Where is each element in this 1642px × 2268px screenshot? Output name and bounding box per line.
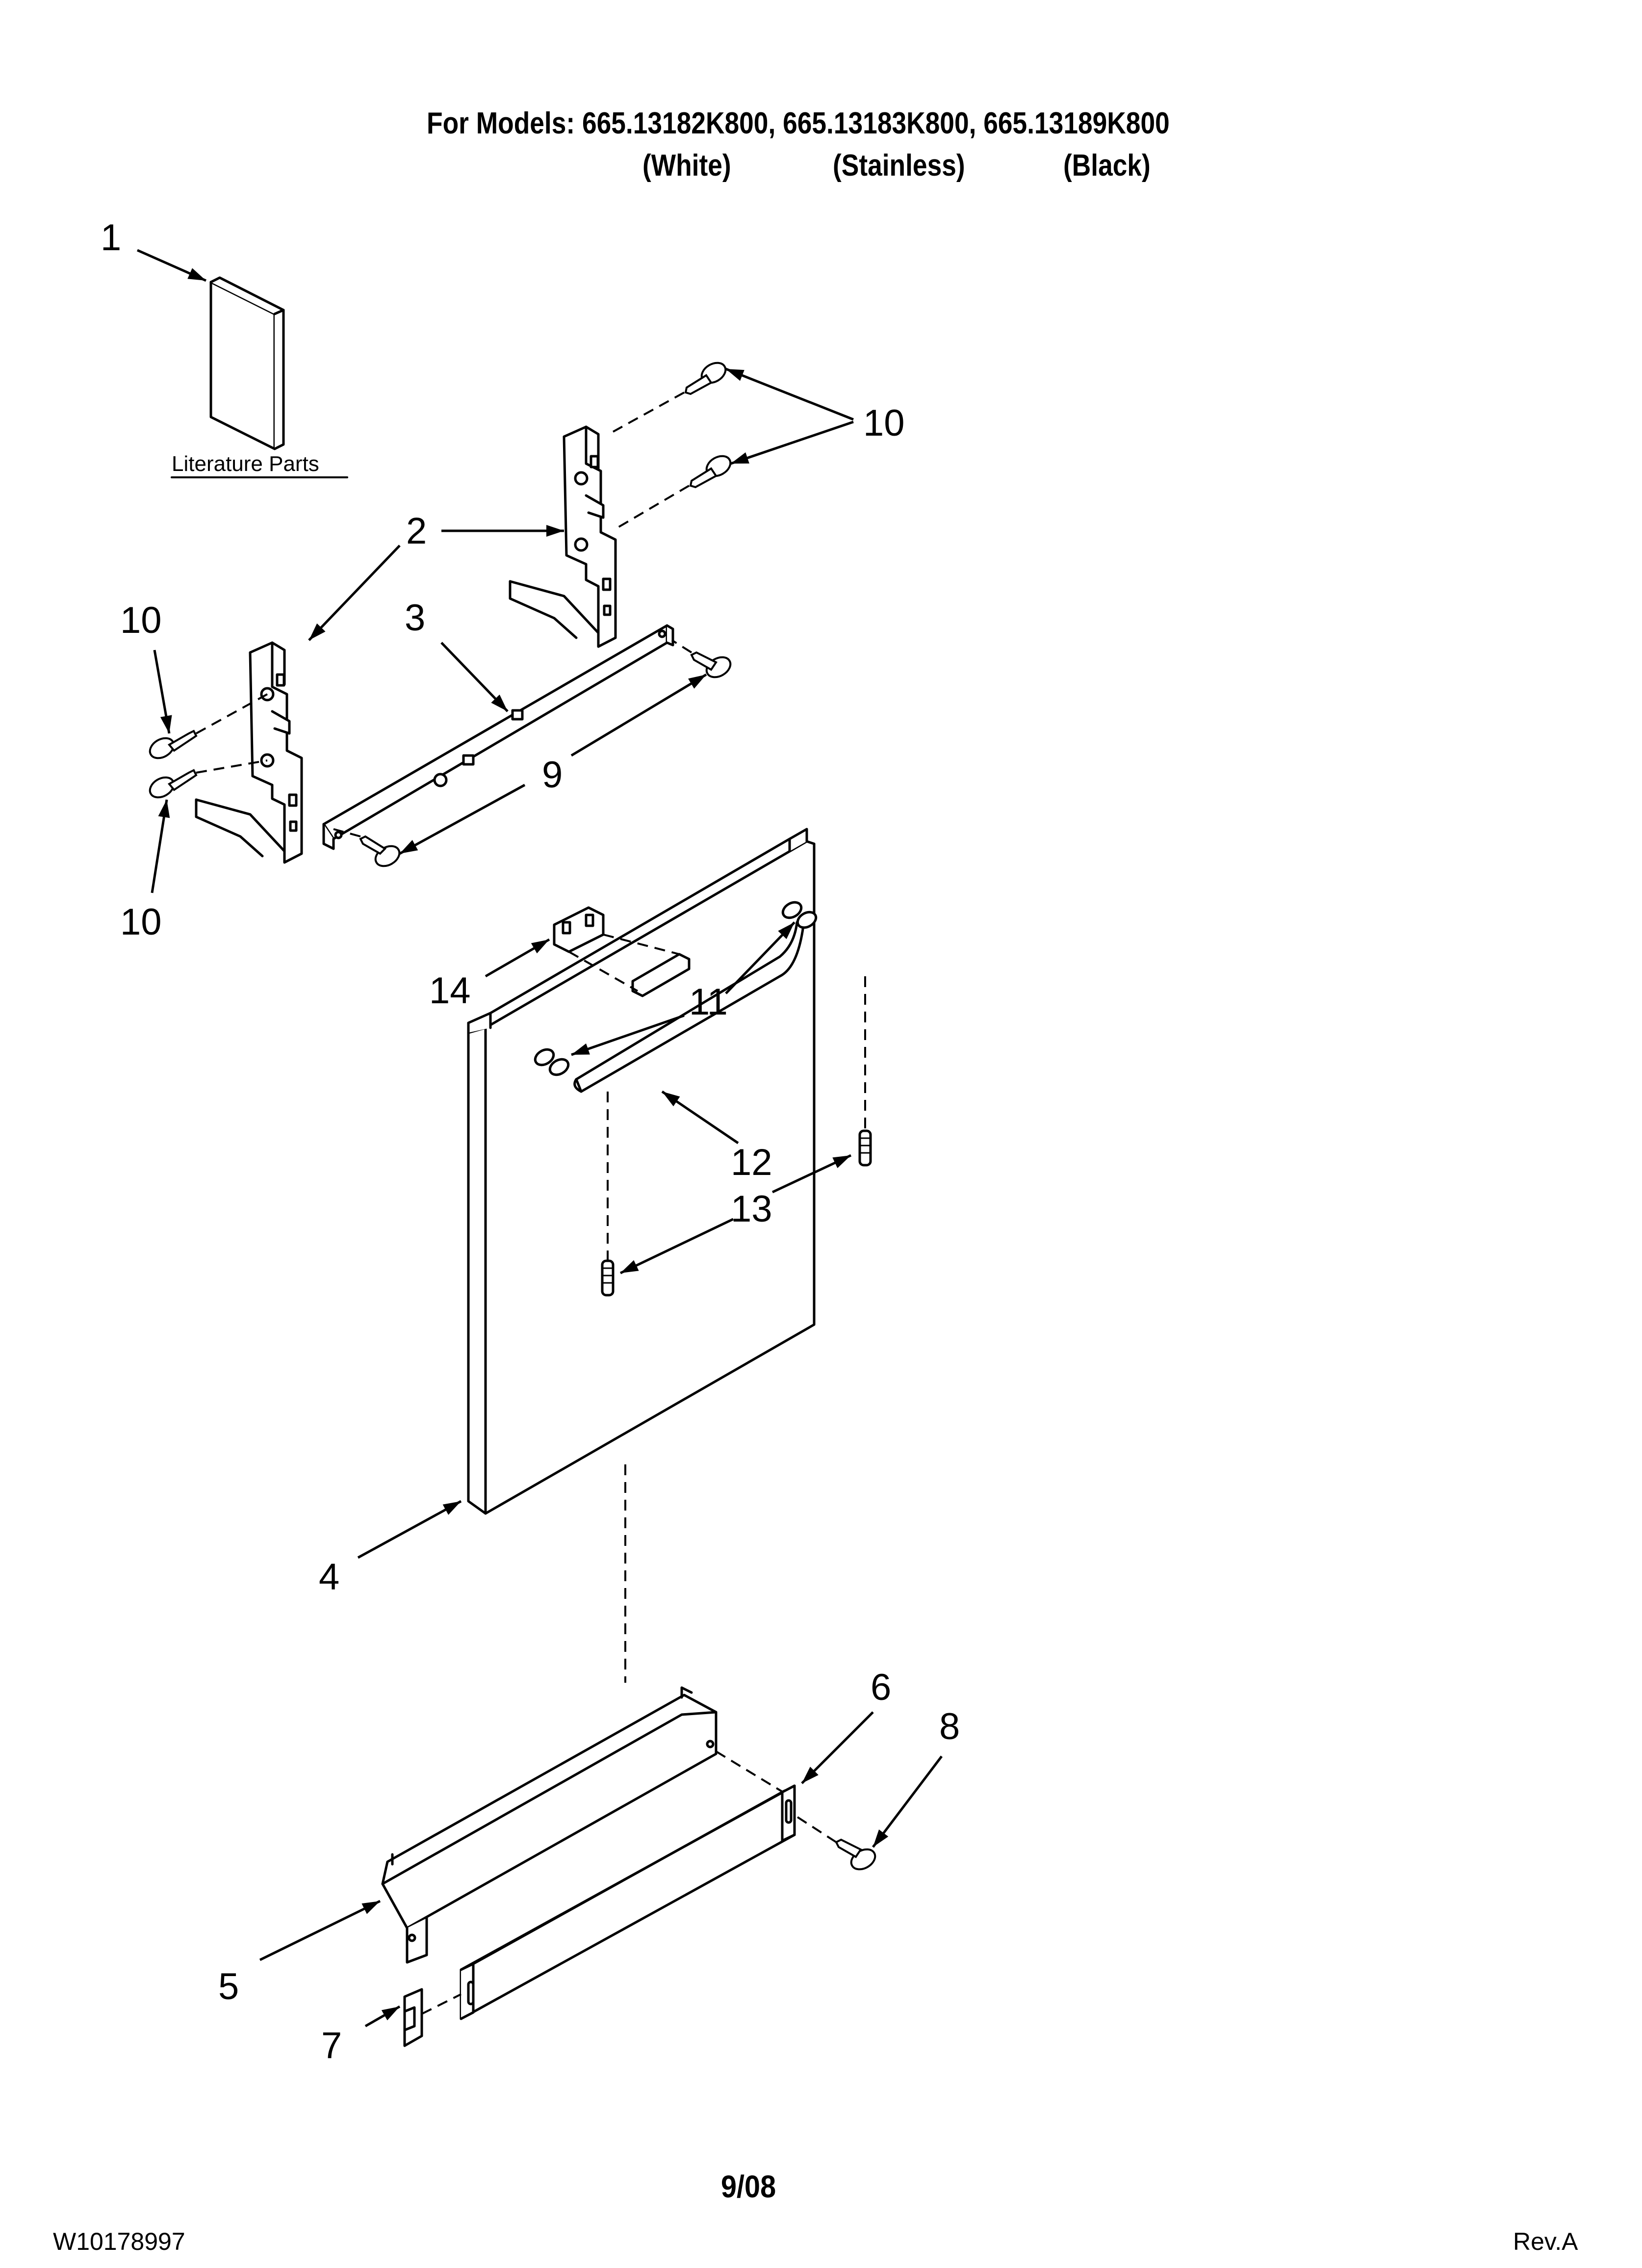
variant-stainless: (Stainless) bbox=[833, 149, 965, 182]
variant-white: (White) bbox=[642, 149, 731, 182]
screw-10-left-2 bbox=[149, 769, 198, 799]
callout-6: 6 bbox=[871, 1667, 891, 1708]
callout-2: 2 bbox=[406, 510, 427, 552]
callout-10-top: 10 bbox=[863, 402, 905, 444]
screw-10-top-2 bbox=[689, 455, 732, 489]
document-number: W10178997 bbox=[53, 2228, 185, 2255]
callout-8: 8 bbox=[939, 1706, 960, 1747]
callout-5: 5 bbox=[218, 1966, 239, 2007]
support-channel bbox=[322, 624, 674, 850]
callout-7: 7 bbox=[321, 2025, 342, 2066]
screw-8 bbox=[835, 1838, 876, 1871]
models-title: For Models: 665.13182K800, 665.13183K800… bbox=[427, 106, 1170, 140]
handle-stud-right bbox=[858, 1129, 872, 1167]
screw-9-left bbox=[359, 835, 401, 867]
assembly-lines bbox=[196, 391, 866, 2015]
callout-12: 12 bbox=[731, 1142, 772, 1183]
callout-9: 9 bbox=[542, 754, 563, 796]
callout-4: 4 bbox=[319, 1556, 339, 1598]
screw-9-right bbox=[690, 651, 732, 678]
callout-1: 1 bbox=[101, 217, 121, 259]
callout-11: 11 bbox=[689, 981, 728, 1023]
trim-clip bbox=[403, 1988, 423, 2047]
literature-parts-label: Literature Parts bbox=[172, 452, 319, 476]
screw-10-top-1 bbox=[684, 362, 727, 395]
handle-stud-left bbox=[601, 1259, 615, 1297]
literature-booklet bbox=[209, 276, 285, 450]
callout-14: 14 bbox=[429, 970, 471, 1012]
hinge-bracket-left bbox=[195, 641, 303, 864]
revision-date: 9/08 bbox=[721, 2169, 776, 2204]
variant-black: (Black) bbox=[1063, 149, 1151, 182]
callout-10-left-bottom: 10 bbox=[120, 901, 162, 943]
screw-10-left-1 bbox=[149, 730, 198, 759]
handle-spacer-left bbox=[534, 1048, 570, 1076]
toe-panel bbox=[381, 1686, 718, 1964]
handle-spacer-right bbox=[781, 901, 818, 929]
hinge-bracket-right bbox=[509, 425, 617, 648]
toe-panel-trim bbox=[460, 1784, 796, 2020]
callout-10-left-top: 10 bbox=[120, 600, 162, 641]
screw-group bbox=[149, 362, 876, 1871]
callout-13: 13 bbox=[731, 1188, 772, 1230]
revision-label: Rev.A bbox=[1513, 2228, 1578, 2255]
callout-3: 3 bbox=[405, 597, 425, 639]
door-panel bbox=[467, 828, 816, 1515]
leader-arrows bbox=[136, 249, 943, 2028]
